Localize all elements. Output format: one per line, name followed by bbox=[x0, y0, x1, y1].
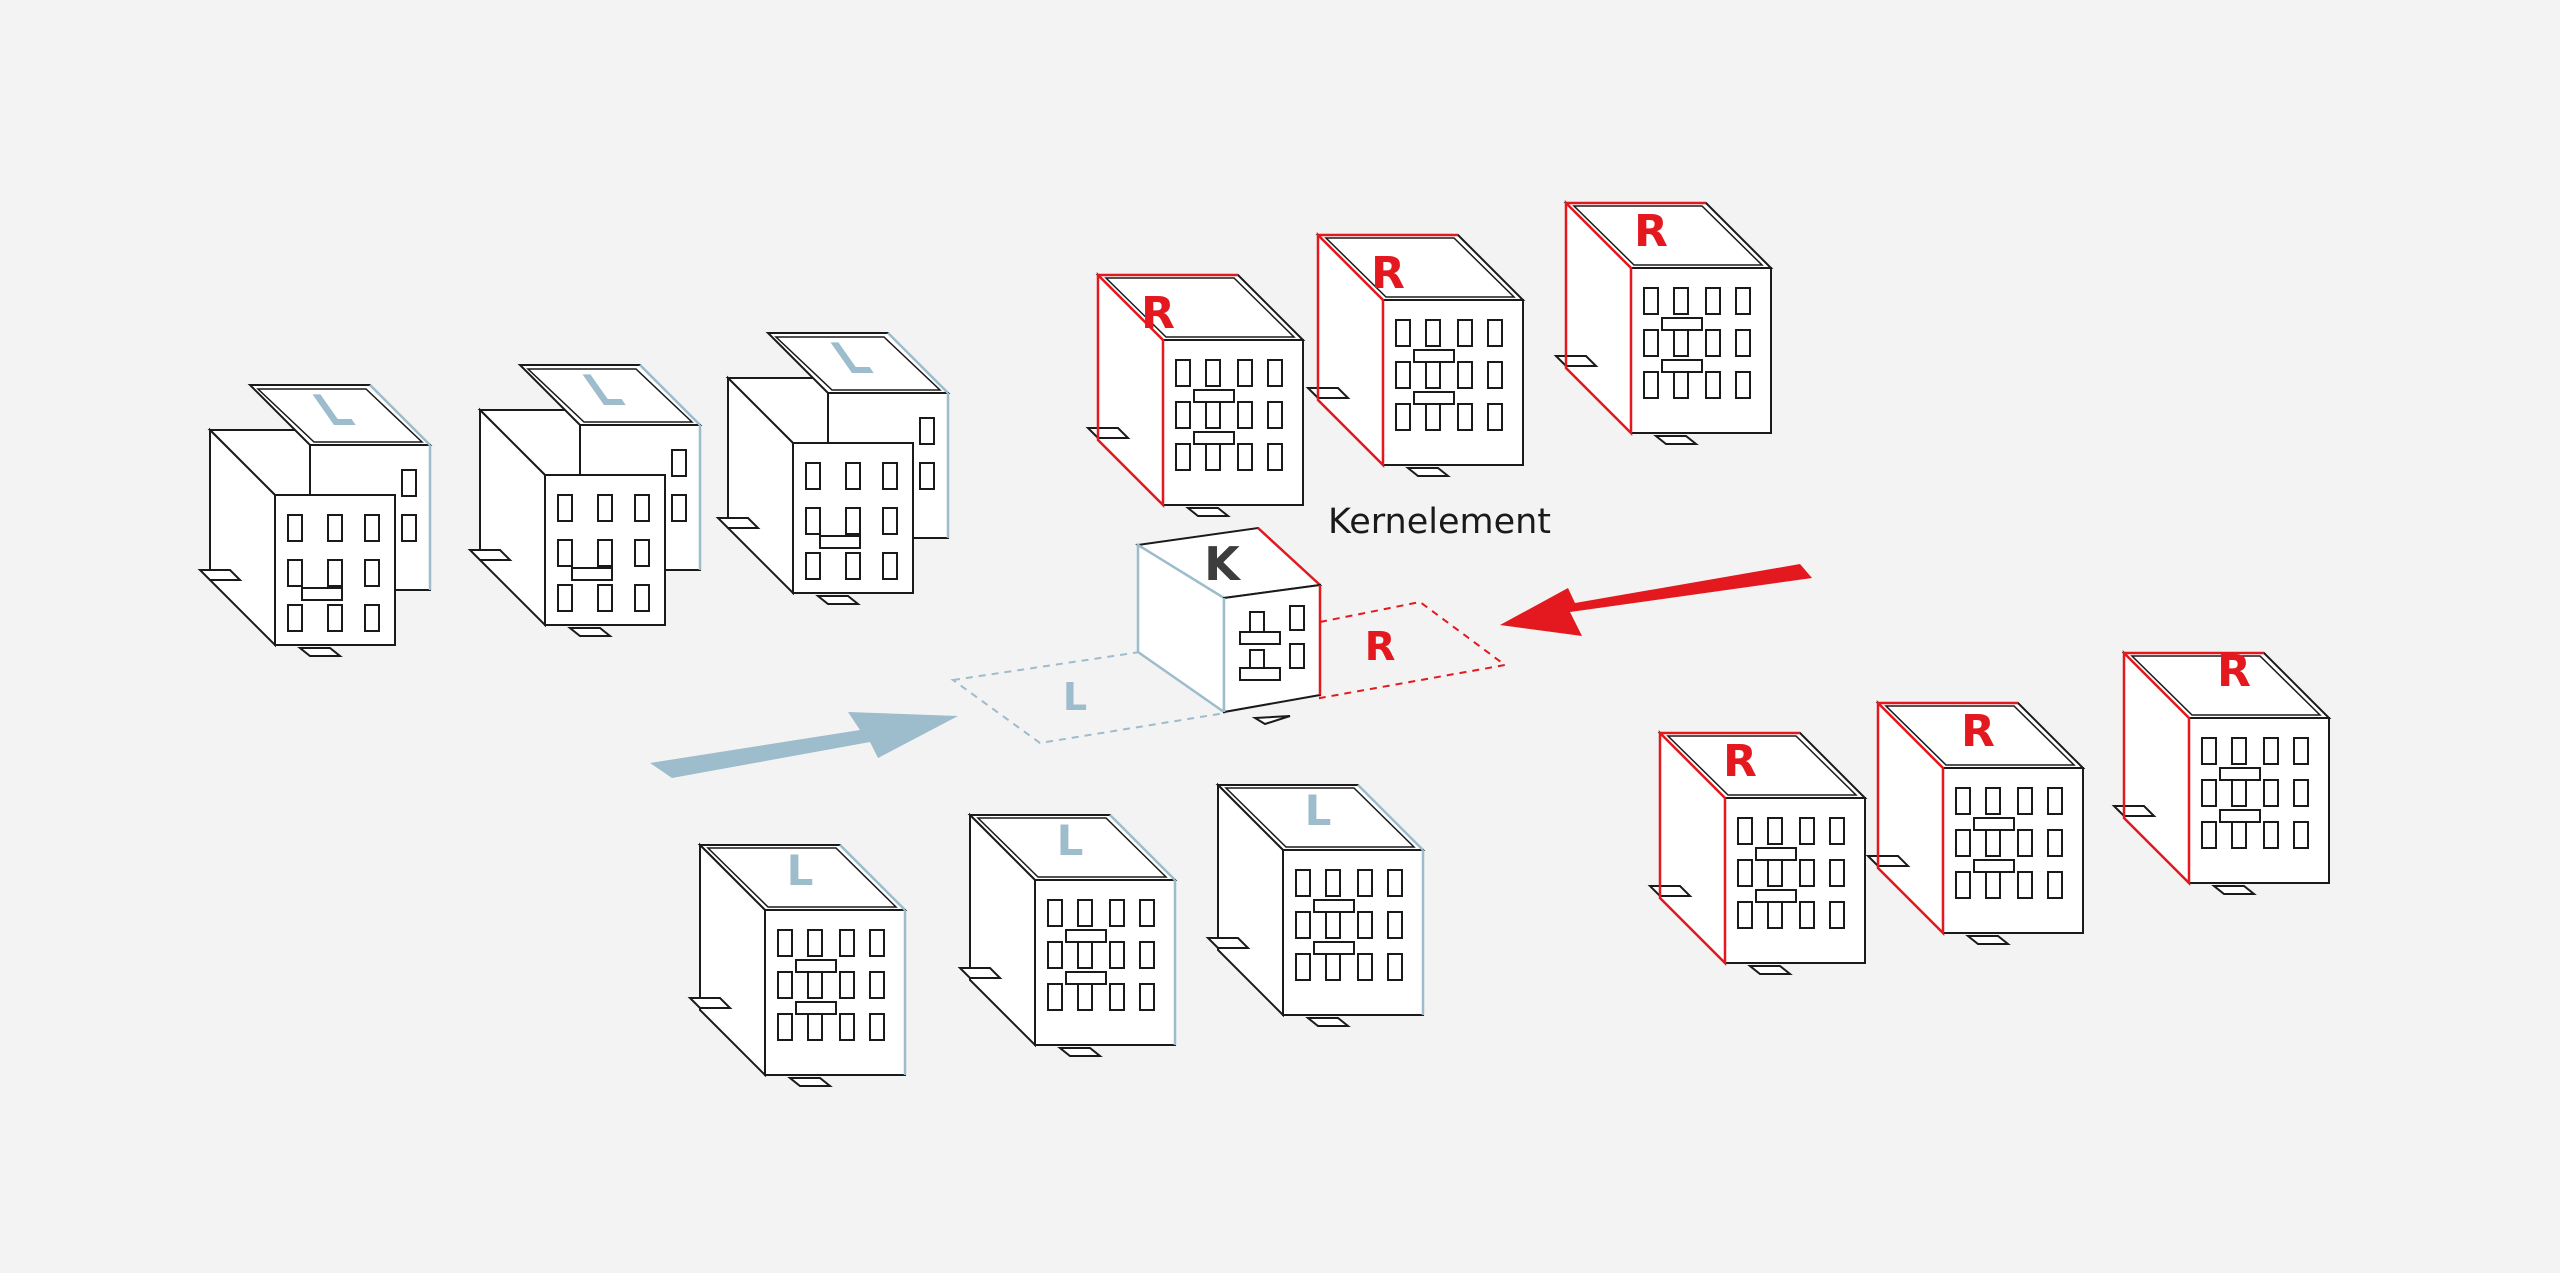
left-building-2: L bbox=[469, 364, 702, 637]
right-building-4: R bbox=[1649, 729, 1866, 975]
left-arrow bbox=[650, 712, 958, 778]
core-element: L R K bbox=[950, 526, 1508, 745]
right-building-1: R bbox=[1087, 271, 1304, 517]
right-building-6: R bbox=[2113, 646, 2330, 895]
right-slot-letter: R bbox=[1365, 624, 1396, 670]
left-building-4: L bbox=[689, 844, 907, 1087]
right-building-2: R bbox=[1307, 231, 1524, 477]
right-building-6-letter: R bbox=[2217, 646, 2251, 697]
right-arrow bbox=[1500, 564, 1812, 636]
left-building-6: L bbox=[1207, 784, 1425, 1027]
right-building-3-letter: R bbox=[1634, 206, 1668, 257]
right-building-2-letter: R bbox=[1371, 248, 1405, 299]
right-slot bbox=[1319, 600, 1508, 700]
core-letter: K bbox=[1204, 537, 1242, 591]
core-element-caption: Kernelement bbox=[1328, 502, 1552, 542]
left-building-5-letter: L bbox=[1057, 816, 1084, 865]
right-building-5-letter: R bbox=[1961, 706, 1995, 757]
right-building-5: R bbox=[1867, 699, 2084, 945]
left-building-1: L bbox=[199, 384, 432, 657]
left-building-3: L bbox=[717, 332, 950, 605]
right-building-3: R bbox=[1555, 199, 1772, 445]
left-building-6-letter: L bbox=[1305, 786, 1332, 835]
left-building-4-letter: L bbox=[787, 846, 814, 895]
left-slot-letter: L bbox=[1063, 675, 1087, 719]
left-building-5: L bbox=[959, 814, 1177, 1057]
right-building-1-letter: R bbox=[1141, 288, 1175, 339]
right-building-4-letter: R bbox=[1723, 736, 1757, 787]
